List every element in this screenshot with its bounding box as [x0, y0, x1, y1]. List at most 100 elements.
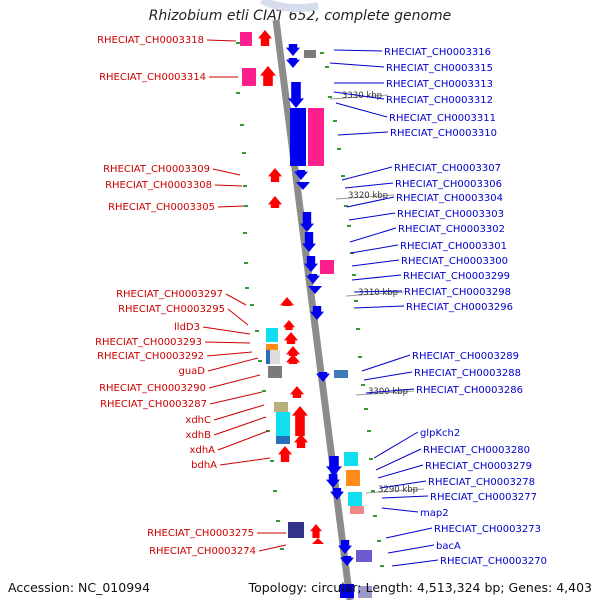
gene-label-right[interactable]: RHECIAT_CH0003278: [428, 477, 535, 488]
gene-arrow-reverse: [308, 286, 322, 294]
right-label-leader: [351, 274, 402, 281]
gene-label-left[interactable]: RHECIAT_CH0003290: [99, 383, 206, 394]
gene-label-right[interactable]: RHECIAT_CH0003313: [386, 79, 493, 90]
gene-label-right[interactable]: RHECIAT_CH0003315: [386, 63, 493, 74]
gene-label-right[interactable]: RHECIAT_CH0003279: [425, 461, 532, 472]
gene-arrow-forward: [312, 538, 324, 544]
gene-label-right[interactable]: RHECIAT_CH0003310: [390, 128, 497, 139]
tick-mark: [273, 490, 277, 492]
gene-label-left[interactable]: RHECIAT_CH0003275: [147, 528, 254, 539]
right-label-leader: [377, 464, 424, 479]
tick-mark: [352, 274, 356, 276]
tick-mark: [373, 515, 377, 517]
left-label-leader: [213, 404, 265, 421]
tick-mark: [333, 120, 337, 122]
tick-mark: [354, 300, 358, 302]
gene-arrow-reverse: [300, 212, 314, 232]
left-label-leader: [202, 326, 251, 335]
gene-label-left[interactable]: RHECIAT_CH0003274: [149, 546, 256, 557]
gene-label-right[interactable]: RHECIAT_CH0003299: [403, 271, 510, 282]
gene-label-left[interactable]: lldD3: [174, 322, 200, 333]
tick-mark: [243, 232, 247, 234]
right-label-leader: [337, 131, 389, 136]
gene-label-left[interactable]: RHECIAT_CH0003314: [99, 72, 206, 83]
gene-label-right[interactable]: RHECIAT_CH0003300: [401, 256, 508, 267]
tick-mark: [236, 42, 240, 44]
gene-label-right[interactable]: glpKch2: [420, 428, 460, 439]
gene-label-right[interactable]: RHECIAT_CH0003286: [416, 385, 523, 396]
gene-arrow-reverse: [306, 274, 320, 284]
gene-label-right[interactable]: RHECIAT_CH0003277: [430, 492, 537, 503]
tick-mark: [236, 92, 240, 94]
gene-box-navy: [288, 522, 304, 538]
kbp-marker-line: [345, 291, 405, 297]
gene-label-right[interactable]: map2: [420, 508, 449, 519]
gene-label-right[interactable]: RHECIAT_CH0003280: [423, 445, 530, 456]
gene-arrow-reverse: [288, 82, 304, 108]
gene-box-grey: [270, 350, 280, 364]
gene-label-right[interactable]: RHECIAT_CH0003301: [400, 241, 507, 252]
gene-box-cyan: [348, 492, 362, 506]
left-label-leader: [208, 374, 261, 389]
right-label-leader: [387, 544, 435, 554]
gene-label-right[interactable]: RHECIAT_CH0003270: [440, 556, 547, 567]
right-label-leader: [353, 305, 405, 309]
gene-label-left[interactable]: RHECIAT_CH0003305: [108, 202, 215, 213]
gene-label-right[interactable]: RHECIAT_CH0003306: [395, 179, 502, 190]
gene-box-lavender: [358, 586, 372, 598]
tick-mark: [325, 66, 329, 68]
tick-mark: [320, 52, 324, 54]
tick-mark: [276, 520, 280, 522]
tick-mark: [242, 152, 246, 154]
kbp-marker-line: [335, 194, 395, 200]
gene-label-right[interactable]: RHECIAT_CH0003289: [412, 351, 519, 362]
gene-label-left[interactable]: guaD: [178, 366, 205, 377]
gene-label-right[interactable]: RHECIAT_CH0003303: [397, 209, 504, 220]
right-label-leader: [349, 227, 397, 243]
gene-label-left[interactable]: RHECIAT_CH0003308: [105, 180, 212, 191]
gene-label-left[interactable]: RHECIAT_CH0003292: [97, 351, 204, 362]
tick-mark: [371, 490, 375, 492]
gene-box-pink: [240, 32, 252, 46]
tick-mark: [328, 96, 332, 98]
gene-label-right[interactable]: bacA: [436, 541, 461, 552]
left-label-leader: [207, 357, 259, 372]
gene-label-right[interactable]: RHECIAT_CH0003307: [394, 163, 501, 174]
gene-label-right[interactable]: RHECIAT_CH0003311: [389, 113, 496, 124]
gene-label-right[interactable]: RHECIAT_CH0003316: [384, 47, 491, 58]
tick-mark: [250, 304, 254, 306]
tick-mark: [358, 356, 362, 358]
right-label-leader: [385, 527, 433, 539]
gene-label-left[interactable]: xdhB: [186, 430, 212, 441]
gene-label-right[interactable]: RHECIAT_CH0003273: [434, 524, 541, 535]
gene-arrow-forward: [294, 434, 308, 448]
gene-label-left[interactable]: RHECIAT_CH0003309: [103, 164, 210, 175]
gene-arrow-forward: [290, 386, 304, 398]
gene-label-left[interactable]: bdhA: [191, 460, 217, 471]
gene-label-left[interactable]: RHECIAT_CH0003297: [116, 289, 223, 300]
tick-mark: [341, 175, 345, 177]
kbp-marker: 3320 kbp: [348, 191, 388, 201]
gene-label-left[interactable]: xdhA: [190, 445, 216, 456]
gene-label-left[interactable]: RHECIAT_CH0003287: [100, 399, 207, 410]
gene-box-cyan: [266, 328, 278, 342]
gene-label-left[interactable]: xdhC: [185, 415, 211, 426]
left-label-leader: [227, 308, 249, 326]
gene-arrow-forward: [283, 320, 295, 330]
gene-arrow-forward: [292, 406, 308, 436]
tick-mark: [380, 565, 384, 567]
gene-label-right[interactable]: RHECIAT_CH0003302: [398, 224, 505, 235]
gene-label-right[interactable]: RHECIAT_CH0003312: [386, 95, 493, 106]
left-label-leader: [213, 416, 267, 436]
gene-label-right[interactable]: RHECIAT_CH0003288: [414, 368, 521, 379]
gene-label-left[interactable]: RHECIAT_CH0003318: [97, 35, 204, 46]
gene-label-right[interactable]: RHECIAT_CH0003298: [404, 287, 511, 298]
gene-label-left[interactable]: RHECIAT_CH0003295: [118, 304, 225, 315]
gene-arrow-forward: [310, 524, 322, 538]
gene-label-right[interactable]: RHECIAT_CH0003304: [396, 193, 503, 204]
gene-label-right[interactable]: RHECIAT_CH0003296: [406, 302, 513, 313]
right-label-leader: [381, 507, 419, 513]
tick-mark: [367, 430, 371, 432]
right-label-leader: [353, 290, 403, 293]
gene-label-left[interactable]: RHECIAT_CH0003293: [95, 337, 202, 348]
